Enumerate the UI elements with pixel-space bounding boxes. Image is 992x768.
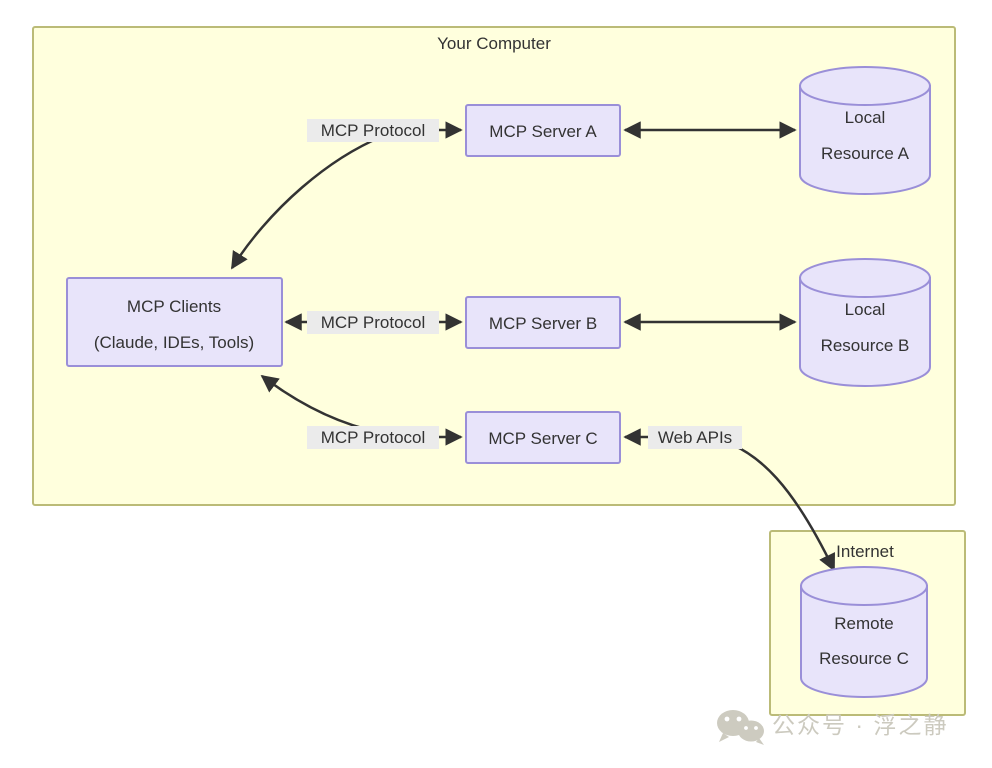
- node-remote-resource-c[interactable]: Remote Resource C: [800, 566, 928, 698]
- node-label-line1: Local: [845, 108, 886, 127]
- node-label-line1: Remote: [834, 614, 894, 633]
- cylinder-top: [800, 566, 928, 606]
- node-box[interactable]: [465, 411, 621, 464]
- node-label-line1: MCP Server A: [489, 122, 597, 141]
- node-label-line2: Resource B: [821, 336, 910, 355]
- node-label-line2: Resource C: [819, 649, 909, 668]
- node-label-line2: Resource A: [821, 144, 910, 163]
- wechat-icon: [717, 710, 764, 745]
- edge-clients-server-c: MCP Protocol: [260, 374, 463, 449]
- node-label-line1: MCP Server C: [488, 429, 597, 448]
- edge-label-web-apis: Web APIs: [658, 428, 732, 447]
- watermark-text: 公众号 · 浮之静: [772, 712, 948, 738]
- edge-label-clients-server-b: MCP Protocol: [321, 313, 426, 332]
- node-label-line1: MCP Clients: [127, 297, 221, 316]
- node-box[interactable]: [66, 277, 283, 367]
- node-mcp-server-a[interactable]: MCP Server A: [465, 104, 621, 157]
- edge-label-bg: [307, 119, 439, 142]
- your-computer-label: Your Computer: [437, 34, 551, 53]
- edge-clients-server-a: MCP Protocol: [230, 119, 463, 270]
- cylinder-body[interactable]: [799, 85, 931, 195]
- node-local-resource-b[interactable]: Local Resource B: [799, 258, 931, 387]
- edge-label-bg: [307, 311, 439, 334]
- node-mcp-server-c[interactable]: MCP Server C: [465, 411, 621, 464]
- cylinder-top: [799, 66, 931, 106]
- edge-clients-server-b: MCP Protocol: [284, 311, 463, 334]
- edge-server-c-remote-resource-c: Web APIs: [623, 426, 836, 572]
- node-label-line2: (Claude, IDEs, Tools): [94, 333, 254, 352]
- cylinder-top: [799, 258, 931, 298]
- node-box[interactable]: [465, 104, 621, 157]
- cylinder-body[interactable]: [799, 277, 931, 387]
- internet-label: Internet: [836, 542, 894, 561]
- node-mcp-clients[interactable]: MCP Clients (Claude, IDEs, Tools): [66, 277, 283, 367]
- edge-label-clients-server-a: MCP Protocol: [321, 121, 426, 140]
- watermark: 公众号 · 浮之静: [717, 710, 948, 745]
- node-label-line1: Local: [845, 300, 886, 319]
- edge-label-bg: [648, 426, 742, 449]
- edge-label-bg: [307, 426, 439, 449]
- node-label-line1: MCP Server B: [489, 314, 597, 333]
- cylinder-body[interactable]: [800, 585, 928, 698]
- node-local-resource-a[interactable]: Local Resource A: [799, 66, 931, 195]
- node-box[interactable]: [465, 296, 621, 349]
- node-mcp-server-b[interactable]: MCP Server B: [465, 296, 621, 349]
- edge-label-clients-server-c: MCP Protocol: [321, 428, 426, 447]
